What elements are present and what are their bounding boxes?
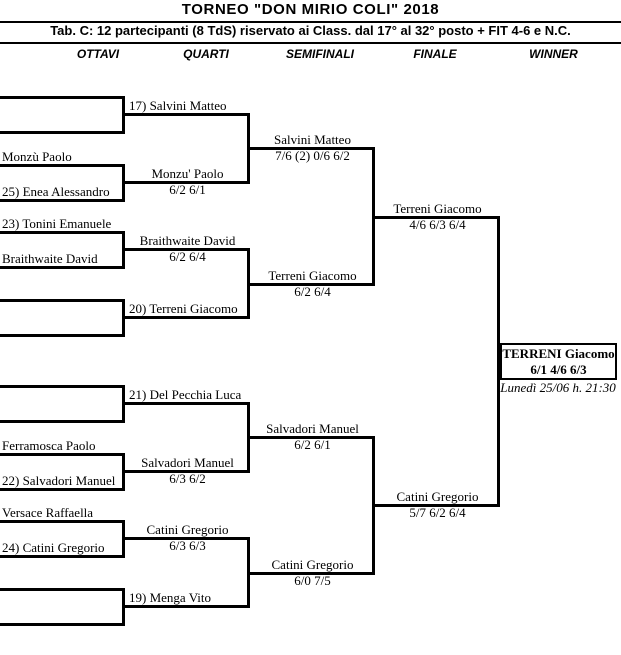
finale-score-1: 4/6 6/3 6/4 xyxy=(409,217,466,232)
ottavi-line-7 xyxy=(0,299,125,302)
ottavi-line-10 xyxy=(0,420,125,423)
ottavi-line-4 xyxy=(0,199,125,202)
ottavi-connector-7 xyxy=(122,520,125,558)
quarti-line-7 xyxy=(125,537,250,540)
finale-score-2: 5/7 6/2 6/4 xyxy=(409,505,466,520)
ottavi-connector-2 xyxy=(122,164,125,202)
quarti-connector-1 xyxy=(247,113,250,184)
semifinali-score-1: 7/6 (2) 0/6 6/2 xyxy=(275,148,350,163)
semifinali-line-4 xyxy=(250,572,375,575)
ottavi-line-15 xyxy=(0,588,125,591)
finale-winner-1: Terreni Giacomo xyxy=(393,201,482,216)
quarti-line-8 xyxy=(125,605,250,608)
finale-line-1 xyxy=(375,216,500,219)
ottavi-player-6: Braithwaite David xyxy=(2,251,98,266)
column-header-quarti: QUARTI xyxy=(183,47,229,61)
quarti-score-7: 6/3 6/3 xyxy=(169,538,206,553)
quarti-line-6 xyxy=(125,470,250,473)
semifinali-score-3: 6/2 6/1 xyxy=(294,437,331,452)
ottavi-line-12 xyxy=(0,488,125,491)
quarti-connector-3 xyxy=(247,402,250,473)
quarti-line-1 xyxy=(125,113,250,116)
quarti-winner-4: 20) Terreni Giacomo xyxy=(129,301,238,316)
semifinali-line-1 xyxy=(250,147,375,150)
quarti-score-6: 6/3 6/2 xyxy=(169,471,206,486)
ottavi-line-13 xyxy=(0,520,125,523)
ottavi-line-8 xyxy=(0,334,125,337)
ottavi-line-6 xyxy=(0,266,125,269)
quarti-winner-1: 17) Salvini Matteo xyxy=(129,98,227,113)
column-header-ottavi: OTTAVI xyxy=(76,47,120,61)
column-header-finale: FINALE xyxy=(413,47,457,61)
quarti-line-2 xyxy=(125,181,250,184)
semifinali-winner-1: Salvini Matteo xyxy=(274,132,351,147)
page-subtitle: Tab. C: 12 partecipanti (8 TdS) riservat… xyxy=(50,23,571,38)
ottavi-player-4: 25) Enea Alessandro xyxy=(2,184,110,199)
quarti-line-4 xyxy=(125,316,250,319)
ottavi-line-5 xyxy=(0,231,125,234)
ottavi-connector-6 xyxy=(122,453,125,491)
quarti-line-3 xyxy=(125,248,250,251)
quarti-connector-2 xyxy=(247,248,250,319)
winner-name: TERRENI Giacomo xyxy=(502,346,615,361)
semifinali-line-2 xyxy=(250,283,375,286)
winner-date: Lunedì 25/06 h. 21:30 xyxy=(500,380,616,395)
column-header-semifinali: SEMIFINALI xyxy=(286,47,354,61)
winner-box: TERRENI Giacomo 6/1 4/6 6/3 xyxy=(500,343,617,380)
ottavi-line-11 xyxy=(0,453,125,456)
semifinali-connector-2 xyxy=(372,436,375,575)
finale-line-2 xyxy=(375,504,500,507)
ottavi-player-5: 23) Tonini Emanuele xyxy=(2,216,112,231)
page-title: TORNEO "DON MIRIO COLI" 2018 xyxy=(181,1,440,18)
quarti-score-2: 6/2 6/1 xyxy=(169,182,206,197)
ottavi-connector-8 xyxy=(122,588,125,626)
winner-score: 6/1 4/6 6/3 xyxy=(530,362,587,377)
column-header-winner: WINNER xyxy=(529,47,578,61)
quarti-score-3: 6/2 6/4 xyxy=(169,249,206,264)
ottavi-connector-5 xyxy=(122,385,125,423)
quarti-winner-7: Catini Gregorio xyxy=(146,522,229,537)
ottavi-player-11: Ferramosca Paolo xyxy=(2,438,96,453)
quarti-winner-5: 21) Del Pecchia Luca xyxy=(129,387,242,402)
ottavi-line-2 xyxy=(0,131,125,134)
ottavi-line-9 xyxy=(0,385,125,388)
semifinali-score-4: 6/0 7/5 xyxy=(294,573,331,588)
ottavi-player-14: 24) Catini Gregorio xyxy=(2,540,105,555)
quarti-line-5 xyxy=(125,402,250,405)
quarti-winner-8: 19) Menga Vito xyxy=(129,590,212,605)
ottavi-line-14 xyxy=(0,555,125,558)
ottavi-player-13: Versace Raffaella xyxy=(2,505,94,520)
semifinali-connector-1 xyxy=(372,147,375,286)
quarti-winner-3: Braithwaite David xyxy=(139,233,236,248)
semifinali-winner-4: Catini Gregorio xyxy=(271,557,354,572)
ottavi-line-3 xyxy=(0,164,125,167)
ottavi-player-12: 22) Salvadori Manuel xyxy=(2,473,116,488)
semifinali-score-2: 6/2 6/4 xyxy=(294,284,331,299)
header-divider-top xyxy=(0,21,621,23)
semifinali-line-3 xyxy=(250,436,375,439)
header-divider-bottom xyxy=(0,42,621,44)
semifinali-winner-3: Salvadori Manuel xyxy=(266,421,359,436)
finale-winner-2: Catini Gregorio xyxy=(396,489,479,504)
quarti-winner-2: Monzu' Paolo xyxy=(151,166,224,181)
quarti-winner-6: Salvadori Manuel xyxy=(141,455,234,470)
ottavi-line-1 xyxy=(0,96,125,99)
quarti-connector-4 xyxy=(247,537,250,608)
ottavi-player-3: Monzù Paolo xyxy=(2,149,72,164)
ottavi-line-16 xyxy=(0,623,125,626)
ottavi-connector-4 xyxy=(122,299,125,337)
ottavi-connector-3 xyxy=(122,231,125,269)
ottavi-connector-1 xyxy=(122,96,125,134)
semifinali-winner-2: Terreni Giacomo xyxy=(268,268,357,283)
finale-connector-1 xyxy=(497,216,500,507)
